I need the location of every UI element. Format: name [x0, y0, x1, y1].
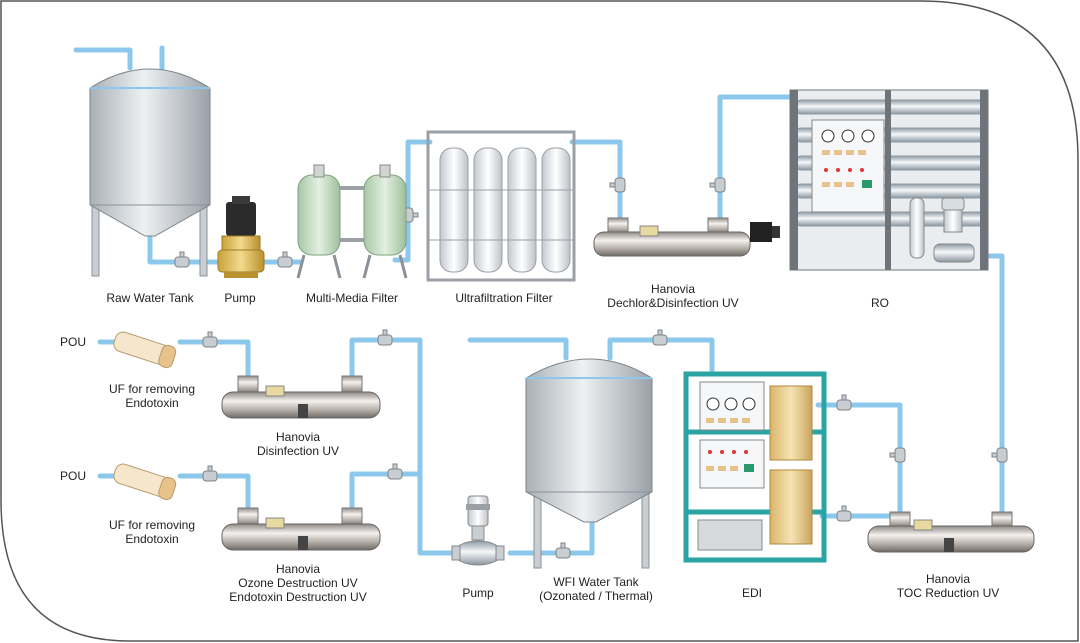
multi-media-filter-label: Multi-Media Filter	[305, 291, 399, 305]
toc-uv-icon	[867, 511, 1035, 553]
valve-icon	[652, 329, 668, 346]
valve-icon	[609, 177, 626, 193]
valve-icon	[277, 251, 293, 268]
edi-unit-icon	[683, 371, 827, 563]
ro-unit-icon	[789, 89, 989, 271]
multi-media-filter-icon	[296, 164, 408, 279]
dechlor-uv-icon	[593, 217, 780, 257]
ultrafiltration-filter-icon	[426, 130, 576, 282]
wfi-water-tank-icon	[525, 358, 653, 569]
uf-endotoxin-1-icon	[113, 331, 177, 369]
valves	[174, 177, 1008, 559]
edi-label: EDI	[741, 586, 763, 600]
pump-2-icon	[451, 495, 505, 566]
ro-label: RO	[871, 296, 889, 310]
valve-icon	[377, 329, 393, 346]
valve-icon	[709, 177, 726, 193]
valve-icon	[387, 463, 403, 480]
disinfection-uv-icon	[221, 375, 381, 419]
valve-icon	[555, 542, 571, 559]
uf-endotoxin-2-icon	[113, 463, 177, 501]
raw-water-tank-label: Raw Water Tank	[106, 291, 194, 305]
valve-icon	[174, 251, 190, 268]
raw-water-tank-icon	[89, 68, 211, 277]
valve-icon	[889, 447, 906, 463]
pou-1-label: POU	[60, 335, 87, 349]
pump-1-label: Pump	[224, 291, 256, 305]
valve-icon	[202, 465, 218, 482]
pou-2-label: POU	[60, 469, 87, 483]
pump-2-label: Pump	[462, 586, 494, 600]
ultrafiltration-filter-label: Ultrafiltration Filter	[455, 291, 553, 305]
valve-icon	[836, 505, 852, 522]
valve-icon	[202, 331, 218, 348]
ozone-uv-icon	[221, 507, 381, 551]
valve-icon	[836, 394, 852, 411]
valve-icon	[991, 447, 1008, 463]
wfi-water-tank-label: WFI Water Tank(Ozonated / Thermal)	[539, 575, 653, 603]
pump-icon	[217, 196, 265, 278]
